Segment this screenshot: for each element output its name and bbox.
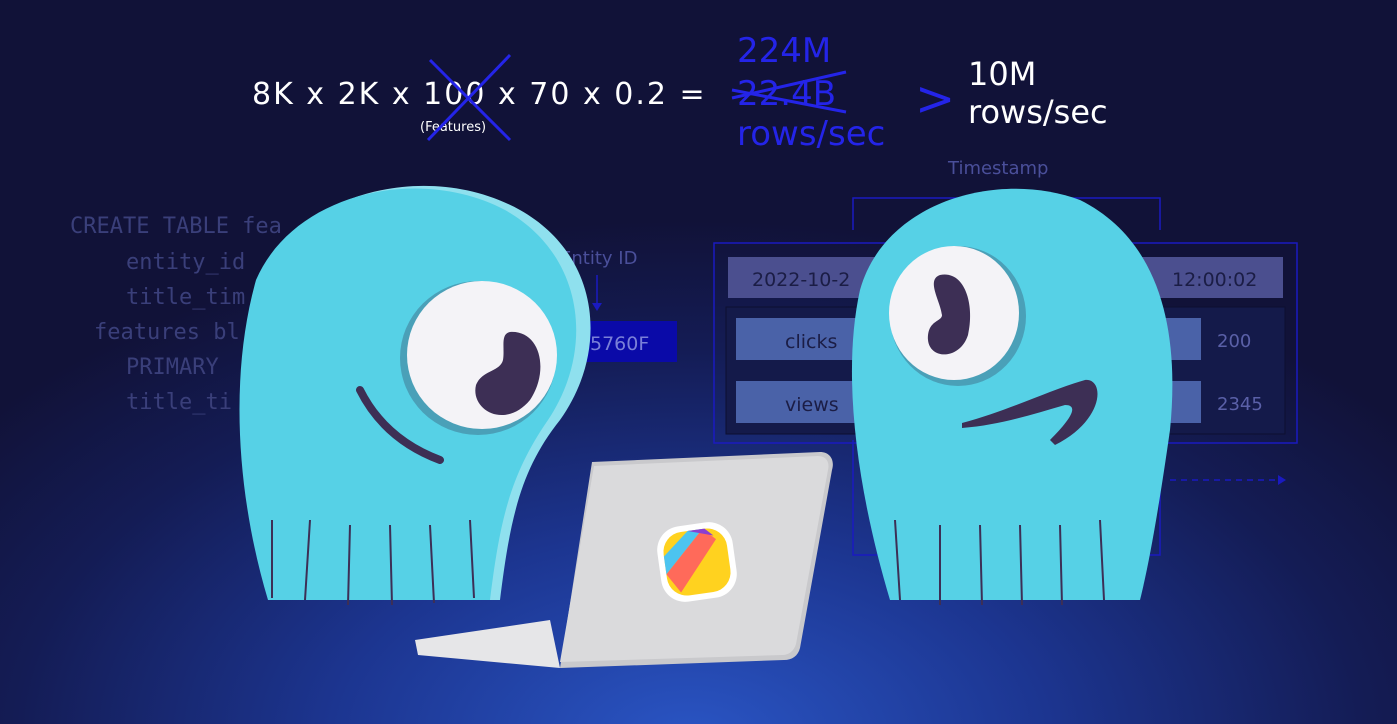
app-logo-icon	[657, 522, 737, 602]
pupil	[475, 331, 541, 416]
pupil	[927, 274, 971, 355]
mouth	[962, 379, 1098, 445]
equation-left: 8K x 2K x 100 x 70 x 0.2 =	[252, 77, 707, 112]
target-value: 10M	[968, 55, 1036, 93]
row-value: 200	[1217, 331, 1251, 352]
code-snippet: CREATE TABLE fea entity_id title_tim fea…	[70, 214, 282, 415]
timestamp-left: 2022-10-2	[752, 269, 850, 291]
code-line: features bl	[94, 320, 240, 345]
mascot-left	[239, 185, 591, 606]
mascot-right	[851, 188, 1173, 606]
mouth	[356, 386, 444, 464]
laptop	[415, 452, 833, 668]
target-unit: rows/sec	[968, 93, 1108, 131]
code-line: PRIMARY	[126, 355, 219, 380]
entity-id-value: 5760F	[590, 333, 649, 355]
result-unit: rows/sec	[737, 114, 885, 154]
laptop-base	[415, 620, 560, 668]
code-line: entity_id	[126, 250, 245, 275]
timestamp-right: 12:00:02	[1172, 269, 1257, 291]
row-name: views	[785, 394, 839, 416]
result-new: 224M	[737, 31, 831, 71]
entity-id-label: Entity ID	[560, 248, 637, 269]
timestamp-label: Timestamp	[947, 158, 1048, 179]
mascot-body	[851, 188, 1173, 600]
features-note: (Features)	[420, 120, 486, 135]
row-name: clicks	[785, 331, 837, 353]
row-value: 2345	[1217, 394, 1263, 415]
code-line: title_tim	[126, 285, 245, 310]
code-line: CREATE TABLE fea	[70, 214, 282, 239]
code-line: title_ti	[126, 390, 232, 415]
strike-mark	[428, 58, 512, 142]
greater-than: >	[915, 71, 955, 127]
equation: 8K x 2K x 100 x 70 x 0.2 = (Features) 22…	[252, 31, 1108, 154]
